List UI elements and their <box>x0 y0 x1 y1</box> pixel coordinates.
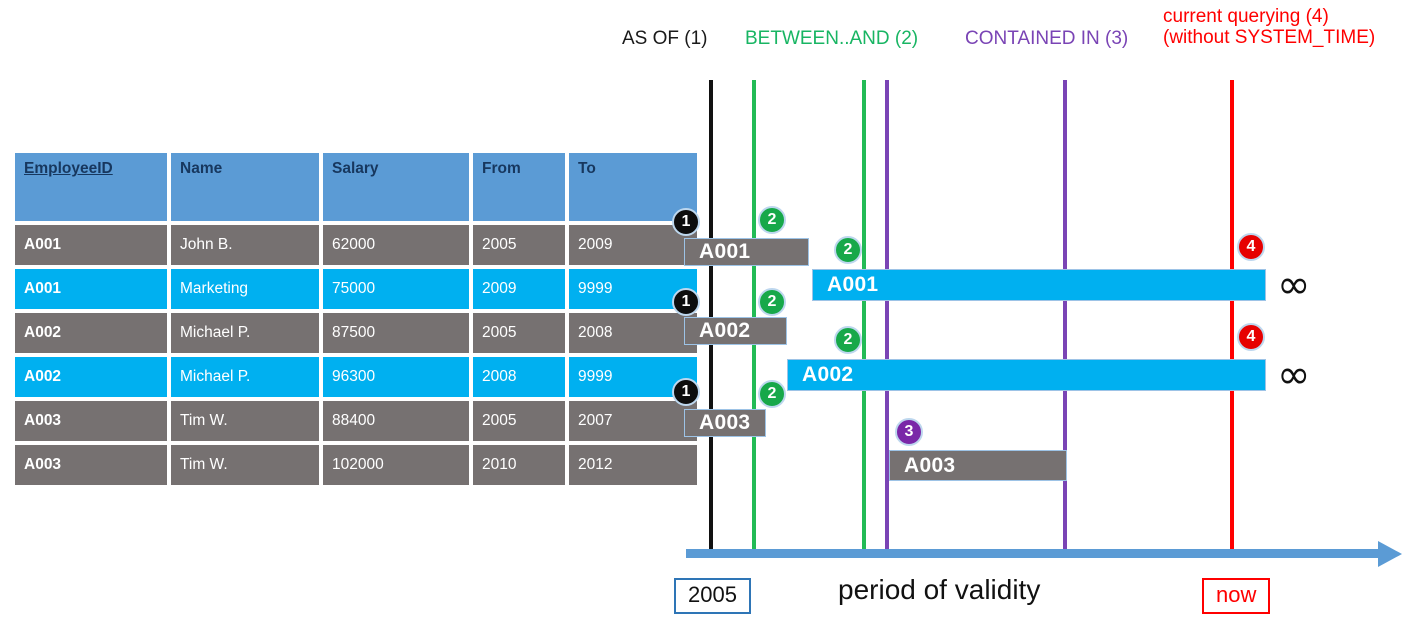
column-header-salary: Salary <box>322 152 470 222</box>
table-cell-from: 2005 <box>472 224 566 266</box>
infinity-icon-a001: ∞ <box>1277 262 1311 308</box>
table-cell-employeeid: A001 <box>14 224 168 266</box>
marker-between-a002-end: 2 <box>834 326 862 354</box>
query-line-as-of <box>709 80 713 558</box>
query-line-contained-end <box>1063 80 1067 558</box>
marker-between-a002-start: 2 <box>758 288 786 316</box>
table-header-row: EmployeeID Name Salary From To <box>14 152 698 222</box>
legend-as-of: AS OF (1) <box>622 28 708 49</box>
legend-current-querying-line2: (without SYSTEM_TIME) <box>1163 27 1376 49</box>
column-header-from: From <box>472 152 566 222</box>
table-cell-employeeid: A003 <box>14 400 168 442</box>
timeline-axis <box>686 549 1382 558</box>
marker-between-a003-start: 2 <box>758 380 786 408</box>
table-cell-from: 2005 <box>472 312 566 354</box>
table-cell-employeeid: A001 <box>14 268 168 310</box>
timeline-axis-arrow-icon <box>1378 541 1402 567</box>
table-cell-name: Marketing <box>170 268 320 310</box>
table-cell-name: Tim W. <box>170 400 320 442</box>
timeline-bar-a001-current: A001 <box>812 269 1266 301</box>
table-cell-from: 2008 <box>472 356 566 398</box>
legend-between-and: BETWEEN..AND (2) <box>745 28 919 49</box>
table-cell-from: 2005 <box>472 400 566 442</box>
query-line-contained-start <box>885 80 889 558</box>
table-cell-employeeid: A002 <box>14 356 168 398</box>
table-header: EmployeeID Name Salary From To <box>14 152 698 222</box>
table-cell-employeeid: A002 <box>14 312 168 354</box>
table-cell-salary: 96300 <box>322 356 470 398</box>
table-cell-from: 2010 <box>472 444 566 486</box>
query-line-between-start <box>752 80 756 558</box>
axis-label-start: 2005 <box>674 578 751 614</box>
table-cell-salary: 87500 <box>322 312 470 354</box>
marker-between-a001-end: 2 <box>834 236 862 264</box>
marker-current-a001: 4 <box>1237 233 1265 261</box>
column-header-employeeid-label: EmployeeID <box>24 160 113 177</box>
legend-current-querying: current querying (4) (without SYSTEM_TIM… <box>1163 6 1375 49</box>
table-cell-to: 9999 <box>568 356 698 398</box>
column-header-name: Name <box>170 152 320 222</box>
table-cell-salary: 88400 <box>322 400 470 442</box>
column-header-employeeid: EmployeeID <box>14 152 168 222</box>
table-cell-to: 2012 <box>568 444 698 486</box>
marker-between-a001-start: 2 <box>758 206 786 234</box>
query-line-between-end <box>862 80 866 558</box>
timeline-bar-a001-historic: A001 <box>684 238 809 266</box>
table-cell-name: Michael P. <box>170 312 320 354</box>
legend-current-querying-line1: current querying (4) <box>1163 6 1329 27</box>
column-header-to: To <box>568 152 698 222</box>
table-cell-salary: 102000 <box>322 444 470 486</box>
marker-contained-a003: 3 <box>895 418 923 446</box>
table-cell-employeeid: A003 <box>14 444 168 486</box>
legend-contained-in: CONTAINED IN (3) <box>965 28 1129 49</box>
table-cell-to: 9999 <box>568 268 698 310</box>
table-cell-salary: 62000 <box>322 224 470 266</box>
axis-title: period of validity <box>838 574 1041 605</box>
table-cell-name: Tim W. <box>170 444 320 486</box>
table-cell-from: 2009 <box>472 268 566 310</box>
table-cell-name: Michael P. <box>170 356 320 398</box>
infinity-icon-a002: ∞ <box>1277 352 1311 398</box>
timeline-bar-a003-historic-2: A003 <box>889 450 1067 481</box>
table-cell-name: John B. <box>170 224 320 266</box>
timeline-bar-a002-current: A002 <box>787 359 1266 391</box>
table-cell-to: 2007 <box>568 400 698 442</box>
axis-label-now: now <box>1202 578 1271 614</box>
table-cell-to: 2008 <box>568 312 698 354</box>
table-cell-salary: 75000 <box>322 268 470 310</box>
query-line-now <box>1230 80 1234 558</box>
marker-current-a002: 4 <box>1237 323 1265 351</box>
table-cell-to: 2009 <box>568 224 698 266</box>
